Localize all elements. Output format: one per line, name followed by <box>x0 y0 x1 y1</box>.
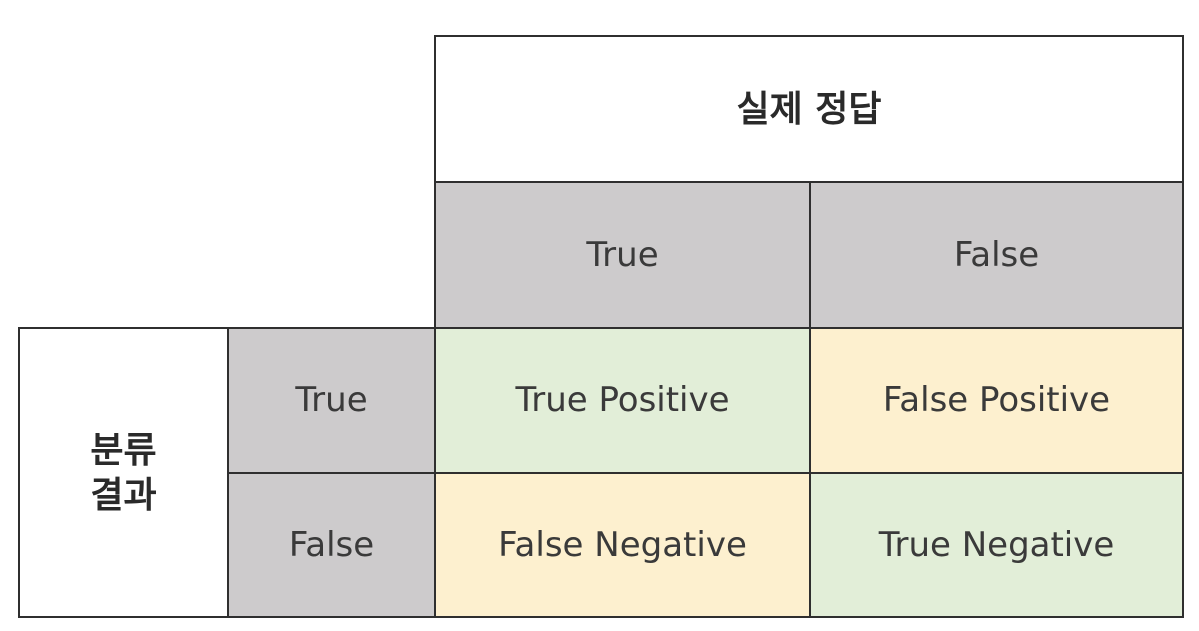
column-header-false-text: False <box>953 234 1040 275</box>
cell-true-positive-text: True Positive <box>515 380 730 421</box>
cell-false-negative-text: False Negative <box>498 524 747 565</box>
column-header-true-text: True <box>586 234 659 275</box>
actual-label-header: 실제 정답 <box>434 35 1184 183</box>
row-header-false-text: False <box>288 524 375 565</box>
row-header-true-text: True <box>295 380 368 421</box>
cell-true-negative: True Negative <box>809 472 1184 618</box>
predicted-label-header: 분류 결과 <box>18 327 229 618</box>
column-header-false: False <box>809 181 1184 329</box>
row-header-false: False <box>227 472 436 618</box>
cell-true-negative-text: True Negative <box>878 524 1115 565</box>
predicted-label-line1: 분류 <box>90 429 157 471</box>
actual-label-text: 실제 정답 <box>736 88 882 130</box>
cell-true-positive: True Positive <box>434 327 811 474</box>
cell-false-positive: False Positive <box>809 327 1184 474</box>
row-header-true: True <box>227 327 436 474</box>
cell-false-positive-text: False Positive <box>882 380 1111 421</box>
cell-false-negative: False Negative <box>434 472 811 618</box>
column-header-true: True <box>434 181 811 329</box>
predicted-label-stack: 분류 결과 <box>90 428 156 518</box>
predicted-label-line2: 결과 <box>90 474 157 516</box>
